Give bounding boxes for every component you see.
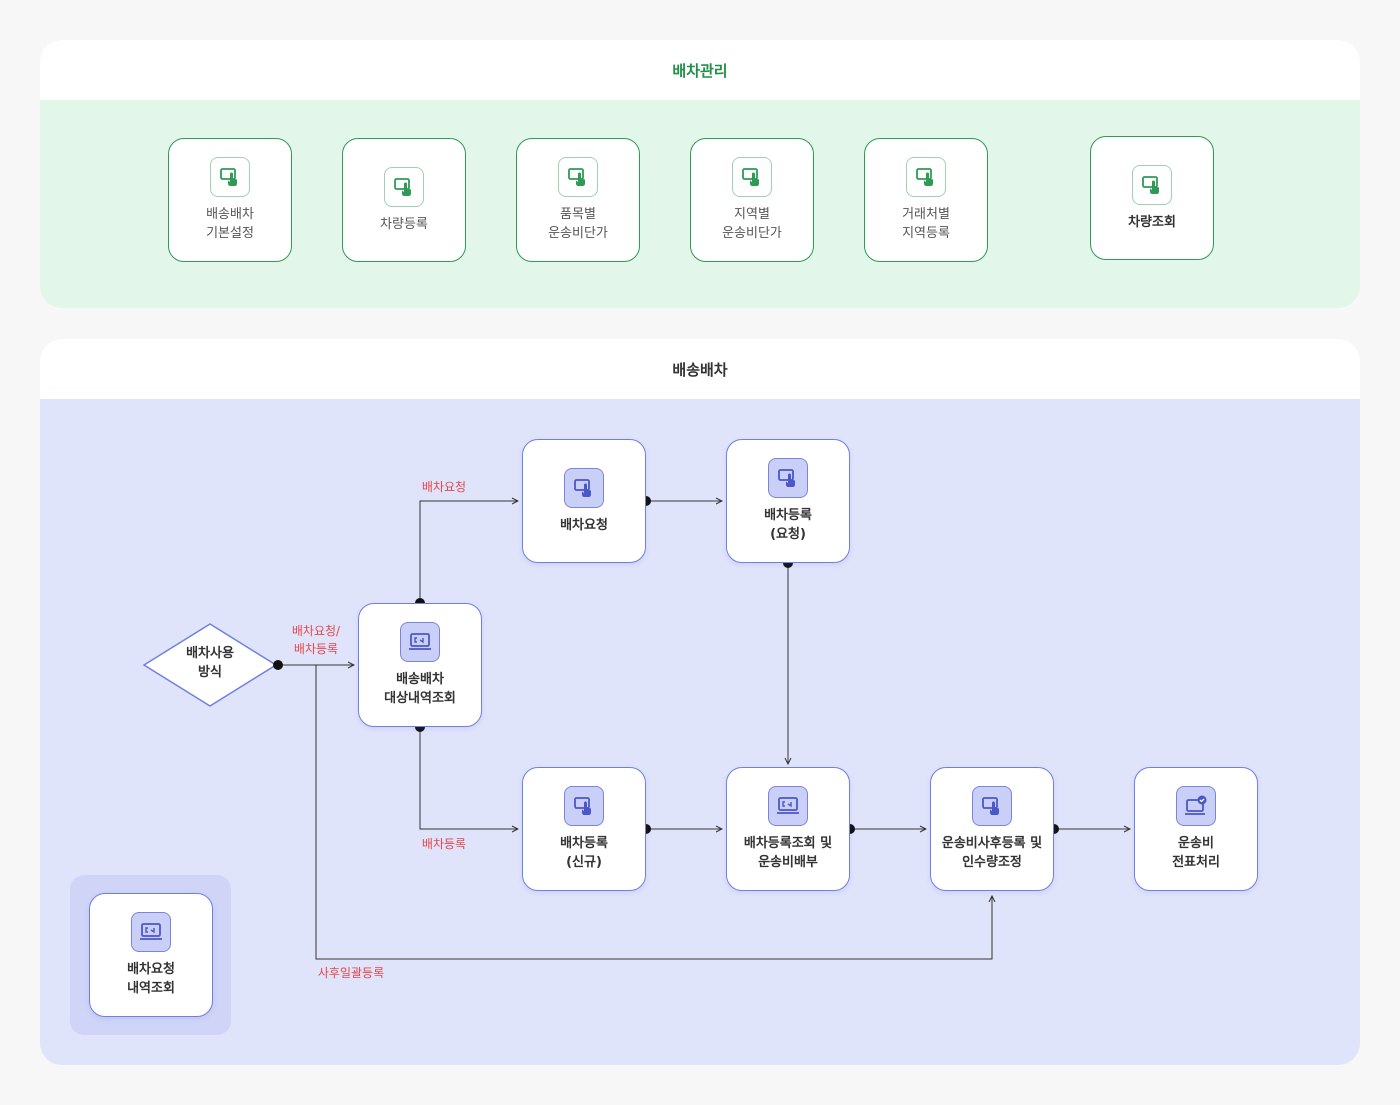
decision-label: 배차사용 방식 — [186, 646, 234, 680]
card-target-search[interactable]: 배송배차 대상내역조회 — [358, 603, 482, 727]
touch-screen-icon — [564, 467, 604, 508]
card-label: 거래처별 지역등록 — [902, 207, 950, 241]
card-label: 배차등록조회 및 운송비배부 — [743, 836, 833, 870]
card-label: 배송배차 대상내역조회 — [384, 672, 456, 706]
edge-search-to-register-new — [419, 727, 518, 829]
card-register-search-allocation[interactable]: 배차등록조회 및 운송비배부 — [726, 767, 850, 891]
card-dispatch-register-new[interactable]: 배차등록 (신규) — [522, 767, 646, 891]
card-label: 차량등록 — [380, 216, 428, 232]
edge-label-request-or-register: 배차요청/ 배차등록 — [291, 624, 341, 656]
edge-label-bulk-post: 사후일괄등록 — [317, 966, 385, 980]
touch-screen-icon — [906, 157, 946, 197]
laptop-icon — [400, 622, 440, 662]
laptop-icon — [768, 786, 808, 826]
laptop-check-icon — [1176, 786, 1216, 826]
card-region-freight-rate[interactable]: 지역별 운송비단가 — [690, 138, 814, 262]
card-client-region-registration[interactable]: 거래처별 지역등록 — [864, 138, 988, 262]
card-dispatch-request[interactable]: 배차요청 — [522, 439, 646, 563]
card-label: 배차요청 내역조회 — [127, 962, 175, 996]
delivery-section: 배송배차 — [40, 339, 1360, 1065]
card-freight-slip[interactable]: 운송비 전표처리 — [1134, 767, 1258, 891]
touch-screen-icon — [384, 166, 424, 207]
touch-screen-icon — [564, 786, 604, 826]
card-vehicle-registration[interactable]: 차량등록 — [342, 138, 466, 262]
touch-screen-icon — [732, 157, 772, 197]
laptop-icon — [131, 912, 171, 952]
management-title: 배차관리 — [40, 40, 1360, 100]
card-vehicle-search[interactable]: 차량조회 — [1090, 136, 1214, 260]
card-label: 품목별 운송비단가 — [548, 207, 608, 241]
card-label: 배차등록 (신규) — [560, 836, 608, 870]
card-label: 운송비 전표처리 — [1172, 836, 1220, 870]
card-label: 배송배차 기본설정 — [206, 207, 254, 241]
edge-label-register: 배차등록 — [421, 837, 467, 851]
touch-screen-icon — [210, 157, 250, 197]
card-request-history-search[interactable]: 배차요청 내역조회 — [89, 893, 213, 1017]
card-delivery-basic-settings[interactable]: 배송배차 기본설정 — [168, 138, 292, 262]
touch-screen-icon — [1132, 164, 1172, 205]
touch-screen-icon — [558, 157, 598, 197]
edge-bulk-post — [315, 665, 992, 960]
card-label: 지역별 운송비단가 — [722, 207, 782, 241]
card-label: 차량조회 — [1128, 214, 1176, 230]
card-label: 배차등록 (요청) — [764, 508, 812, 542]
delivery-title: 배송배차 — [40, 339, 1360, 399]
card-label: 배차요청 — [560, 517, 608, 533]
card-item-freight-rate[interactable]: 품목별 운송비단가 — [516, 138, 640, 262]
card-post-register-adjust[interactable]: 운송비사후등록 및 인수량조정 — [930, 767, 1054, 891]
card-label: 운송비사후등록 및 인수량조정 — [941, 836, 1043, 870]
touch-screen-icon — [972, 786, 1012, 826]
decision-diamond — [142, 623, 278, 707]
edge-dot — [273, 660, 283, 670]
edge-search-to-request — [419, 501, 518, 603]
card-dispatch-register-request[interactable]: 배차등록 (요청) — [726, 439, 850, 563]
touch-screen-icon — [768, 458, 808, 498]
edge-label-request: 배차요청 — [421, 480, 467, 494]
